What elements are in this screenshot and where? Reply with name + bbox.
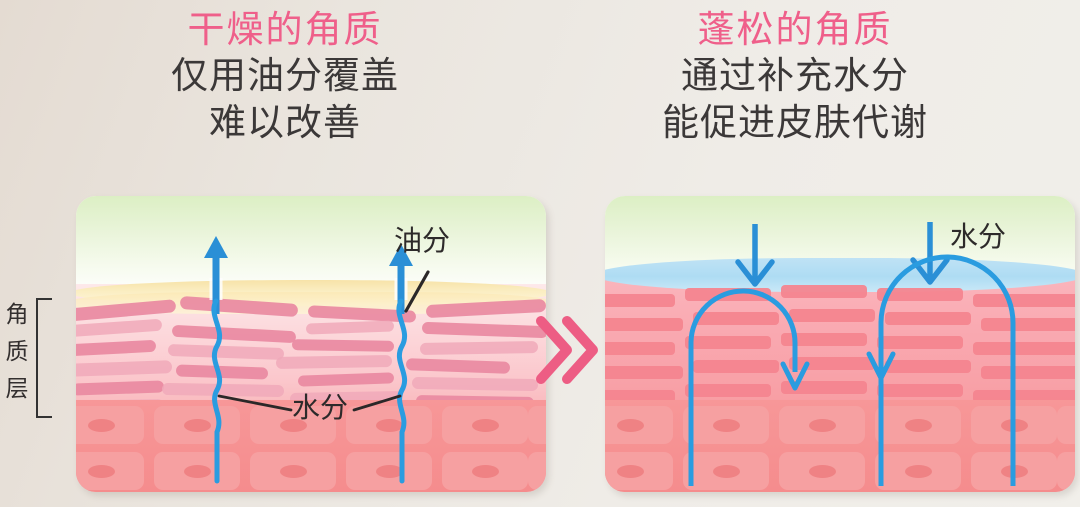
cell-nucleus	[376, 465, 403, 478]
corneocyte-brick	[973, 342, 1075, 355]
left-panel-dry-skin: 油分 水分	[76, 196, 546, 492]
left-heading-accent: 干燥的角质	[187, 9, 383, 50]
cell-nucleus	[88, 419, 115, 432]
corneocyte-brick	[685, 384, 771, 397]
basal-cell	[154, 406, 240, 444]
basal-cell	[605, 406, 673, 444]
corneocyte-flake	[411, 376, 539, 392]
corneocyte-brick	[605, 294, 675, 307]
basal-cell	[528, 406, 546, 444]
left-heading-line-2: 难以改善	[209, 102, 361, 143]
cell-nucleus	[905, 465, 932, 478]
basal-cell	[346, 452, 432, 490]
corneocyte-brick	[789, 309, 875, 322]
cell-nucleus	[713, 465, 740, 478]
basal-cell	[76, 406, 144, 444]
right-heading-line-1: 通过补充水分	[681, 55, 909, 96]
right-panel-plump-skin: 水分	[605, 196, 1075, 492]
left-heading-group: 干燥的角质 仅用油分覆盖 难以改善	[55, 8, 515, 146]
headings-block: 干燥的角质 仅用油分覆盖 难以改善 蓬松的角质 通过补充水分 能促进皮肤代谢	[0, 0, 1080, 190]
basal-cell	[875, 452, 961, 490]
basal-cell	[442, 452, 528, 490]
corneocyte-brick	[877, 288, 963, 301]
corneocyte-brick	[981, 366, 1075, 379]
oil-label: 油分	[394, 225, 451, 256]
corneocyte-brick	[605, 342, 675, 355]
basal-cell	[779, 452, 865, 490]
stratum-corneum-text: 角 质 层	[2, 296, 32, 407]
corneocyte-brick	[605, 366, 683, 379]
stratum-corneum-bracket	[36, 298, 52, 418]
cell-nucleus	[472, 419, 499, 432]
corneocyte-brick	[973, 294, 1075, 307]
right-moisture-label: 水分	[950, 221, 1007, 252]
cell-nucleus	[617, 465, 644, 478]
sc-char-2: 质	[5, 338, 29, 364]
cell-nucleus	[1001, 465, 1028, 478]
basal-cell	[971, 452, 1057, 490]
cell-nucleus	[472, 465, 499, 478]
basal-cell	[683, 406, 769, 444]
left-moisture-label: 水分	[292, 392, 349, 423]
basal-cell	[1057, 452, 1075, 490]
left-heading-line-1: 仅用油分覆盖	[171, 55, 399, 96]
basal-cell	[605, 452, 673, 490]
right-heading-group: 蓬松的角质 通过补充水分 能促进皮肤代谢	[565, 8, 1025, 146]
basal-cell	[442, 406, 528, 444]
cell-nucleus	[809, 419, 836, 432]
corneocyte-brick	[781, 285, 867, 298]
stratum-corneum-label: 角 质 层	[2, 296, 52, 418]
left-panel-sky	[76, 196, 546, 296]
sc-char-3: 层	[5, 375, 29, 401]
corneocyte-flake	[419, 340, 539, 356]
corneocyte-brick	[685, 336, 771, 349]
basal-cell	[250, 452, 336, 490]
corneocyte-brick	[781, 381, 867, 394]
corneocyte-brick	[885, 312, 971, 325]
basal-cell	[683, 452, 769, 490]
corneocyte-flake	[275, 354, 393, 370]
cell-nucleus	[184, 419, 211, 432]
corneocyte-flake	[161, 382, 285, 398]
corneocyte-brick	[605, 318, 683, 331]
transition-chevron-icon	[536, 316, 598, 384]
basal-cell	[779, 406, 865, 444]
cell-nucleus	[905, 419, 932, 432]
basal-cell	[875, 406, 961, 444]
cell-nucleus	[376, 419, 403, 432]
left-basal-layer	[76, 400, 546, 492]
basal-cell	[250, 406, 336, 444]
right-basal-layer	[605, 400, 1075, 492]
corneocyte-brick	[981, 318, 1075, 331]
cell-nucleus	[617, 419, 644, 432]
cell-nucleus	[88, 465, 115, 478]
corneocyte-brick	[693, 360, 779, 373]
corneocyte-brick	[685, 288, 771, 301]
basal-cell	[76, 452, 144, 490]
right-heading-accent: 蓬松的角质	[697, 9, 893, 50]
basal-cell	[528, 452, 546, 490]
basal-cell	[154, 452, 240, 490]
cell-nucleus	[1001, 419, 1028, 432]
right-heading-line-2: 能促进皮肤代谢	[662, 102, 928, 143]
corneocyte-brick	[693, 312, 779, 325]
cell-nucleus	[809, 465, 836, 478]
corneocyte-brick	[885, 360, 971, 373]
cell-nucleus	[280, 419, 307, 432]
cell-nucleus	[184, 465, 211, 478]
corneocyte-brick	[605, 390, 675, 403]
corneocyte-brick	[877, 336, 963, 349]
basal-cell	[971, 406, 1057, 444]
cell-nucleus	[280, 465, 307, 478]
cell-nucleus	[713, 419, 740, 432]
basal-cell	[1057, 406, 1075, 444]
corneocyte-brick	[877, 384, 963, 397]
basal-cell	[346, 406, 432, 444]
corneocyte-brick	[781, 333, 867, 346]
corneocyte-flake	[291, 339, 395, 352]
sc-char-1: 角	[5, 301, 29, 327]
corneocyte-brick	[789, 357, 875, 370]
